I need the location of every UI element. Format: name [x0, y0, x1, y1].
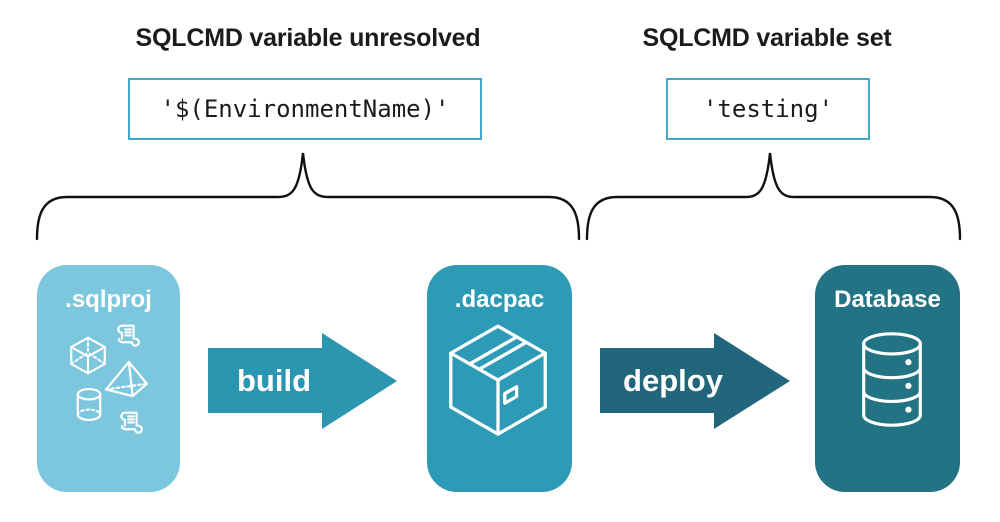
- cube-icon: [70, 336, 106, 375]
- heading-unresolved: SQLCMD variable unresolved: [135, 24, 481, 52]
- build-arrow-label: build: [236, 363, 312, 398]
- heading-variable-set: SQLCMD variable set: [642, 24, 892, 52]
- node-database: Database: [815, 265, 960, 492]
- pyramid-icon: [104, 360, 148, 398]
- curly-brace-left: [35, 152, 581, 241]
- code-box-unresolved: '$(EnvironmentName)': [128, 78, 482, 140]
- code-text-resolved: 'testing': [702, 95, 834, 123]
- code-text-unresolved: '$(EnvironmentName)': [160, 95, 450, 123]
- script-scroll-icon: [120, 411, 143, 434]
- node-dacpac-label: .dacpac: [454, 286, 545, 313]
- node-sqlproj-label: .sqlproj: [65, 286, 152, 313]
- database-cylinder-icon: [862, 332, 922, 427]
- curly-brace-right: [585, 152, 962, 241]
- deploy-arrow-label: deploy: [623, 363, 723, 398]
- node-dacpac: .dacpac: [427, 265, 572, 492]
- script-scroll-icon: [117, 324, 140, 347]
- cylinder-icon: [76, 388, 102, 421]
- package-box-icon: [449, 324, 547, 436]
- node-database-label: Database: [834, 286, 941, 313]
- code-box-resolved: 'testing': [666, 78, 870, 140]
- node-sqlproj: .sqlproj: [37, 265, 180, 492]
